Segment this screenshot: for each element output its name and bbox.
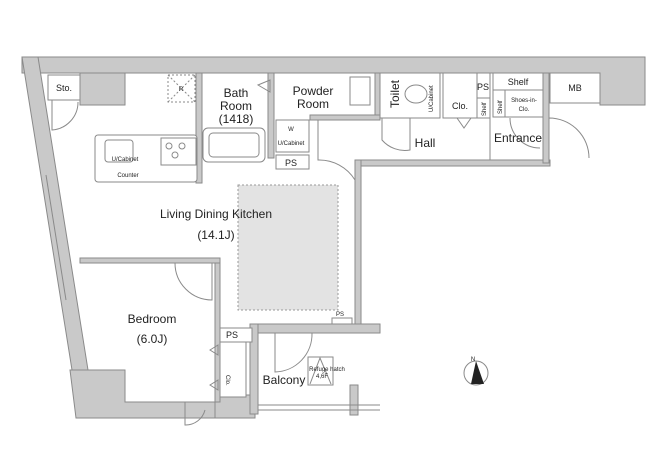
shoes-closet-label: Shoes-in- bbox=[511, 98, 537, 104]
hall-bottom-wall bbox=[354, 159, 551, 167]
compass-icon bbox=[463, 360, 489, 386]
bedroom-size: (6.0J) bbox=[137, 332, 168, 346]
bottom-left-block bbox=[69, 369, 216, 419]
ldk-right-wall bbox=[354, 159, 362, 331]
washer-cabinet-label: U/Cabinet bbox=[278, 141, 305, 147]
entrance-right-wall bbox=[542, 72, 550, 164]
powder-room-label: Powder bbox=[293, 84, 334, 98]
hall-closet bbox=[442, 72, 478, 119]
bath-room-size: (1418) bbox=[219, 112, 254, 126]
shelf-small-label-2: Shelf bbox=[498, 100, 504, 114]
toilet-bowl bbox=[404, 84, 428, 104]
storage-label: Sto. bbox=[56, 83, 72, 93]
shelf-top-label: Shelf bbox=[508, 77, 529, 87]
refuge-hatch-label-2: 4,6F bbox=[316, 374, 328, 380]
ldk-floor-area bbox=[237, 184, 339, 311]
bedroom-bottom-door[interactable] bbox=[184, 402, 206, 426]
bedroom-door[interactable] bbox=[174, 262, 213, 301]
ps-ldk-label: PS bbox=[336, 312, 344, 318]
powder-hall-wall bbox=[309, 114, 381, 121]
bottom-middle-block bbox=[214, 394, 256, 419]
hall-label: Hall bbox=[415, 136, 436, 150]
storage-box bbox=[47, 74, 81, 101]
ps-ldk-box bbox=[331, 317, 353, 325]
toilet-door[interactable] bbox=[381, 118, 411, 151]
refuge-hatch-label: Refuge hatch bbox=[309, 367, 345, 373]
toilet-label: Toilet bbox=[388, 79, 402, 108]
ldk-size: (14.1J) bbox=[197, 228, 234, 242]
powder-toilet-wall bbox=[374, 72, 381, 119]
bedroom-closet-label: Clo. bbox=[224, 375, 230, 386]
balcony-left-wall bbox=[249, 323, 259, 415]
shelf-small-label: Shelf bbox=[482, 102, 488, 116]
balcony-right-post bbox=[349, 384, 359, 416]
left-exterior-wall bbox=[21, 56, 93, 396]
stove bbox=[160, 137, 197, 166]
entrance-label: Entrance bbox=[494, 131, 542, 145]
toilet-cabinet-label: U/Cabinet bbox=[429, 85, 435, 112]
bath-room-label: Bath bbox=[224, 86, 249, 100]
washbasin bbox=[349, 76, 371, 106]
bath-room-label-2: Room bbox=[220, 99, 252, 113]
counter-label: Counter bbox=[117, 173, 138, 179]
refrigerator-space bbox=[167, 74, 196, 103]
mb-box bbox=[549, 72, 601, 104]
balcony-door[interactable] bbox=[274, 332, 313, 373]
storage-door[interactable] bbox=[51, 100, 79, 131]
refuge-hatch bbox=[307, 356, 334, 386]
hall-closet-label: Clo. bbox=[452, 101, 468, 111]
washer-label: W bbox=[288, 127, 294, 133]
powder-door[interactable] bbox=[317, 120, 356, 181]
bedroom-top-wall bbox=[79, 257, 221, 264]
kitchen-cabinet-label: U/Cabinet bbox=[112, 157, 139, 163]
shoes-closet-label-2: Clo. bbox=[519, 107, 530, 113]
top-wall bbox=[21, 56, 646, 106]
ldk-label: Living Dining Kitchen bbox=[160, 207, 272, 221]
ps-bedroom-label: PS bbox=[226, 330, 238, 340]
bedroom-closet bbox=[219, 341, 247, 398]
mb-label: MB bbox=[568, 83, 582, 93]
storage-block bbox=[79, 72, 126, 106]
balcony-label: Balcony bbox=[263, 373, 306, 387]
powder-room-label-2: Room bbox=[297, 97, 329, 111]
entrance-door[interactable] bbox=[548, 117, 590, 159]
compass-north-label: N bbox=[471, 357, 475, 363]
refrigerator-label: R bbox=[179, 87, 184, 93]
ps-hall-label: PS bbox=[477, 82, 489, 92]
ps-bath-label: PS bbox=[285, 158, 297, 168]
shoes-closet-door[interactable] bbox=[509, 117, 541, 149]
shoes-in-closet bbox=[504, 89, 544, 118]
balcony-top-wall bbox=[249, 323, 381, 334]
ps-bath-box bbox=[275, 154, 310, 170]
bath-powder-wall bbox=[267, 72, 275, 159]
window-left bbox=[45, 174, 67, 301]
washer-space bbox=[275, 119, 310, 153]
kitchen-bath-wall bbox=[195, 72, 203, 184]
sink bbox=[104, 139, 134, 163]
bedroom-label: Bedroom bbox=[128, 312, 177, 326]
